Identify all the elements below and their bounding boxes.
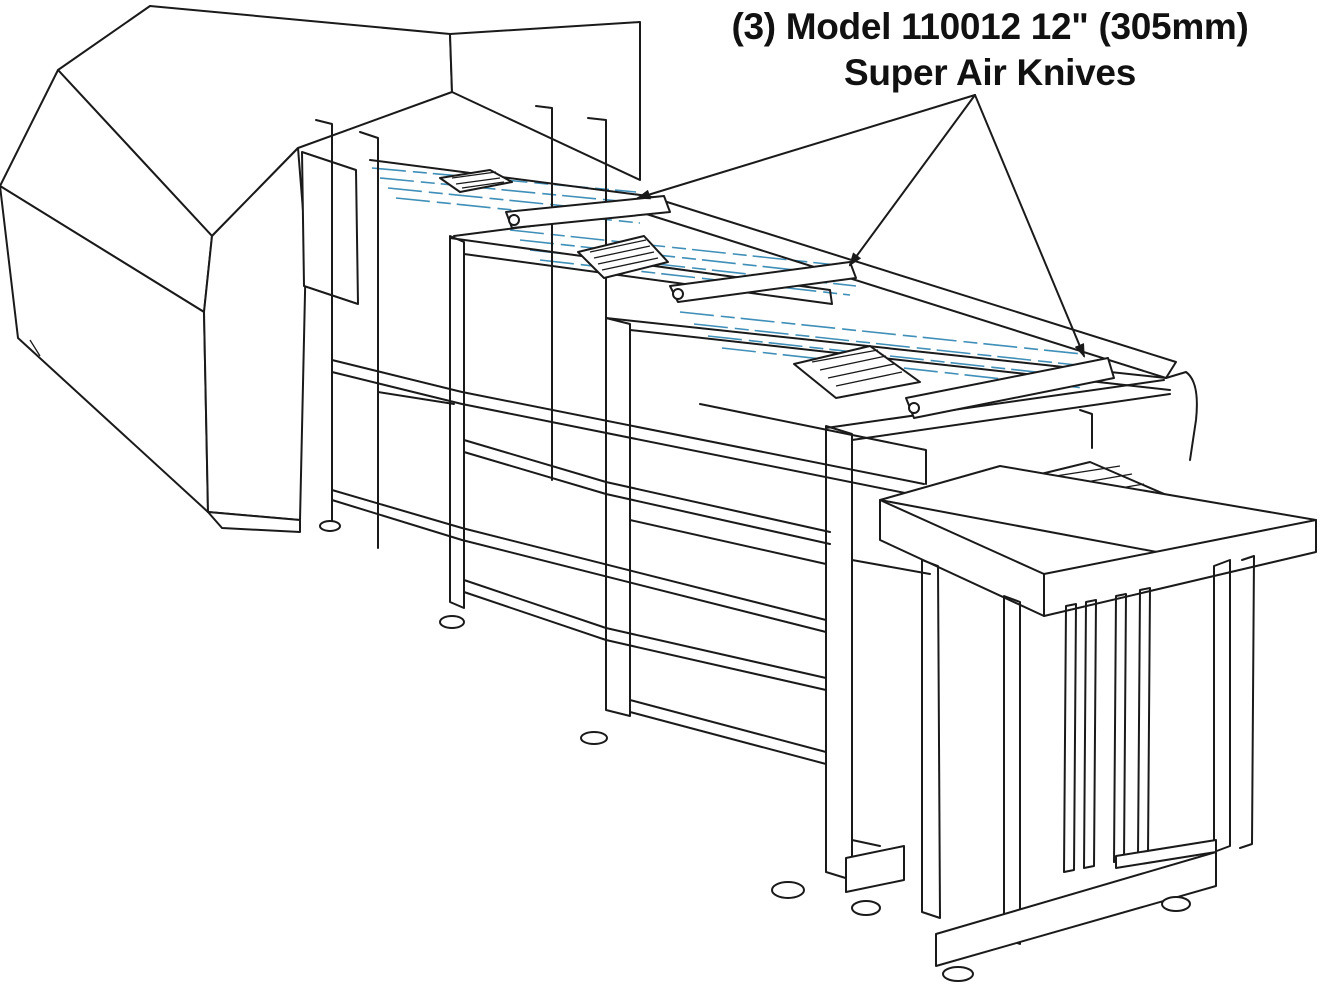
air-knife-1 [505, 195, 671, 229]
heat-sink-part-3 [793, 345, 921, 399]
heat-sink-part-2 [577, 235, 669, 279]
machine-housing [0, 5, 641, 533]
conveyor-frame [315, 105, 1198, 881]
callout-label: (3) Model 110012 12" (305mm) Super Air K… [640, 4, 1323, 96]
exit-panel [301, 151, 359, 305]
callout-line-1: (3) Model 110012 12" (305mm) [731, 6, 1249, 47]
outfeed-table [845, 465, 1317, 982]
callout-arrows [636, 94, 1085, 358]
conveyor-feet [319, 520, 805, 899]
heat-sink-part-1 [439, 169, 513, 193]
callout-line-2: Super Air Knives [844, 52, 1136, 93]
air-knife-3 [905, 357, 1115, 419]
air-knife-2 [669, 261, 857, 303]
